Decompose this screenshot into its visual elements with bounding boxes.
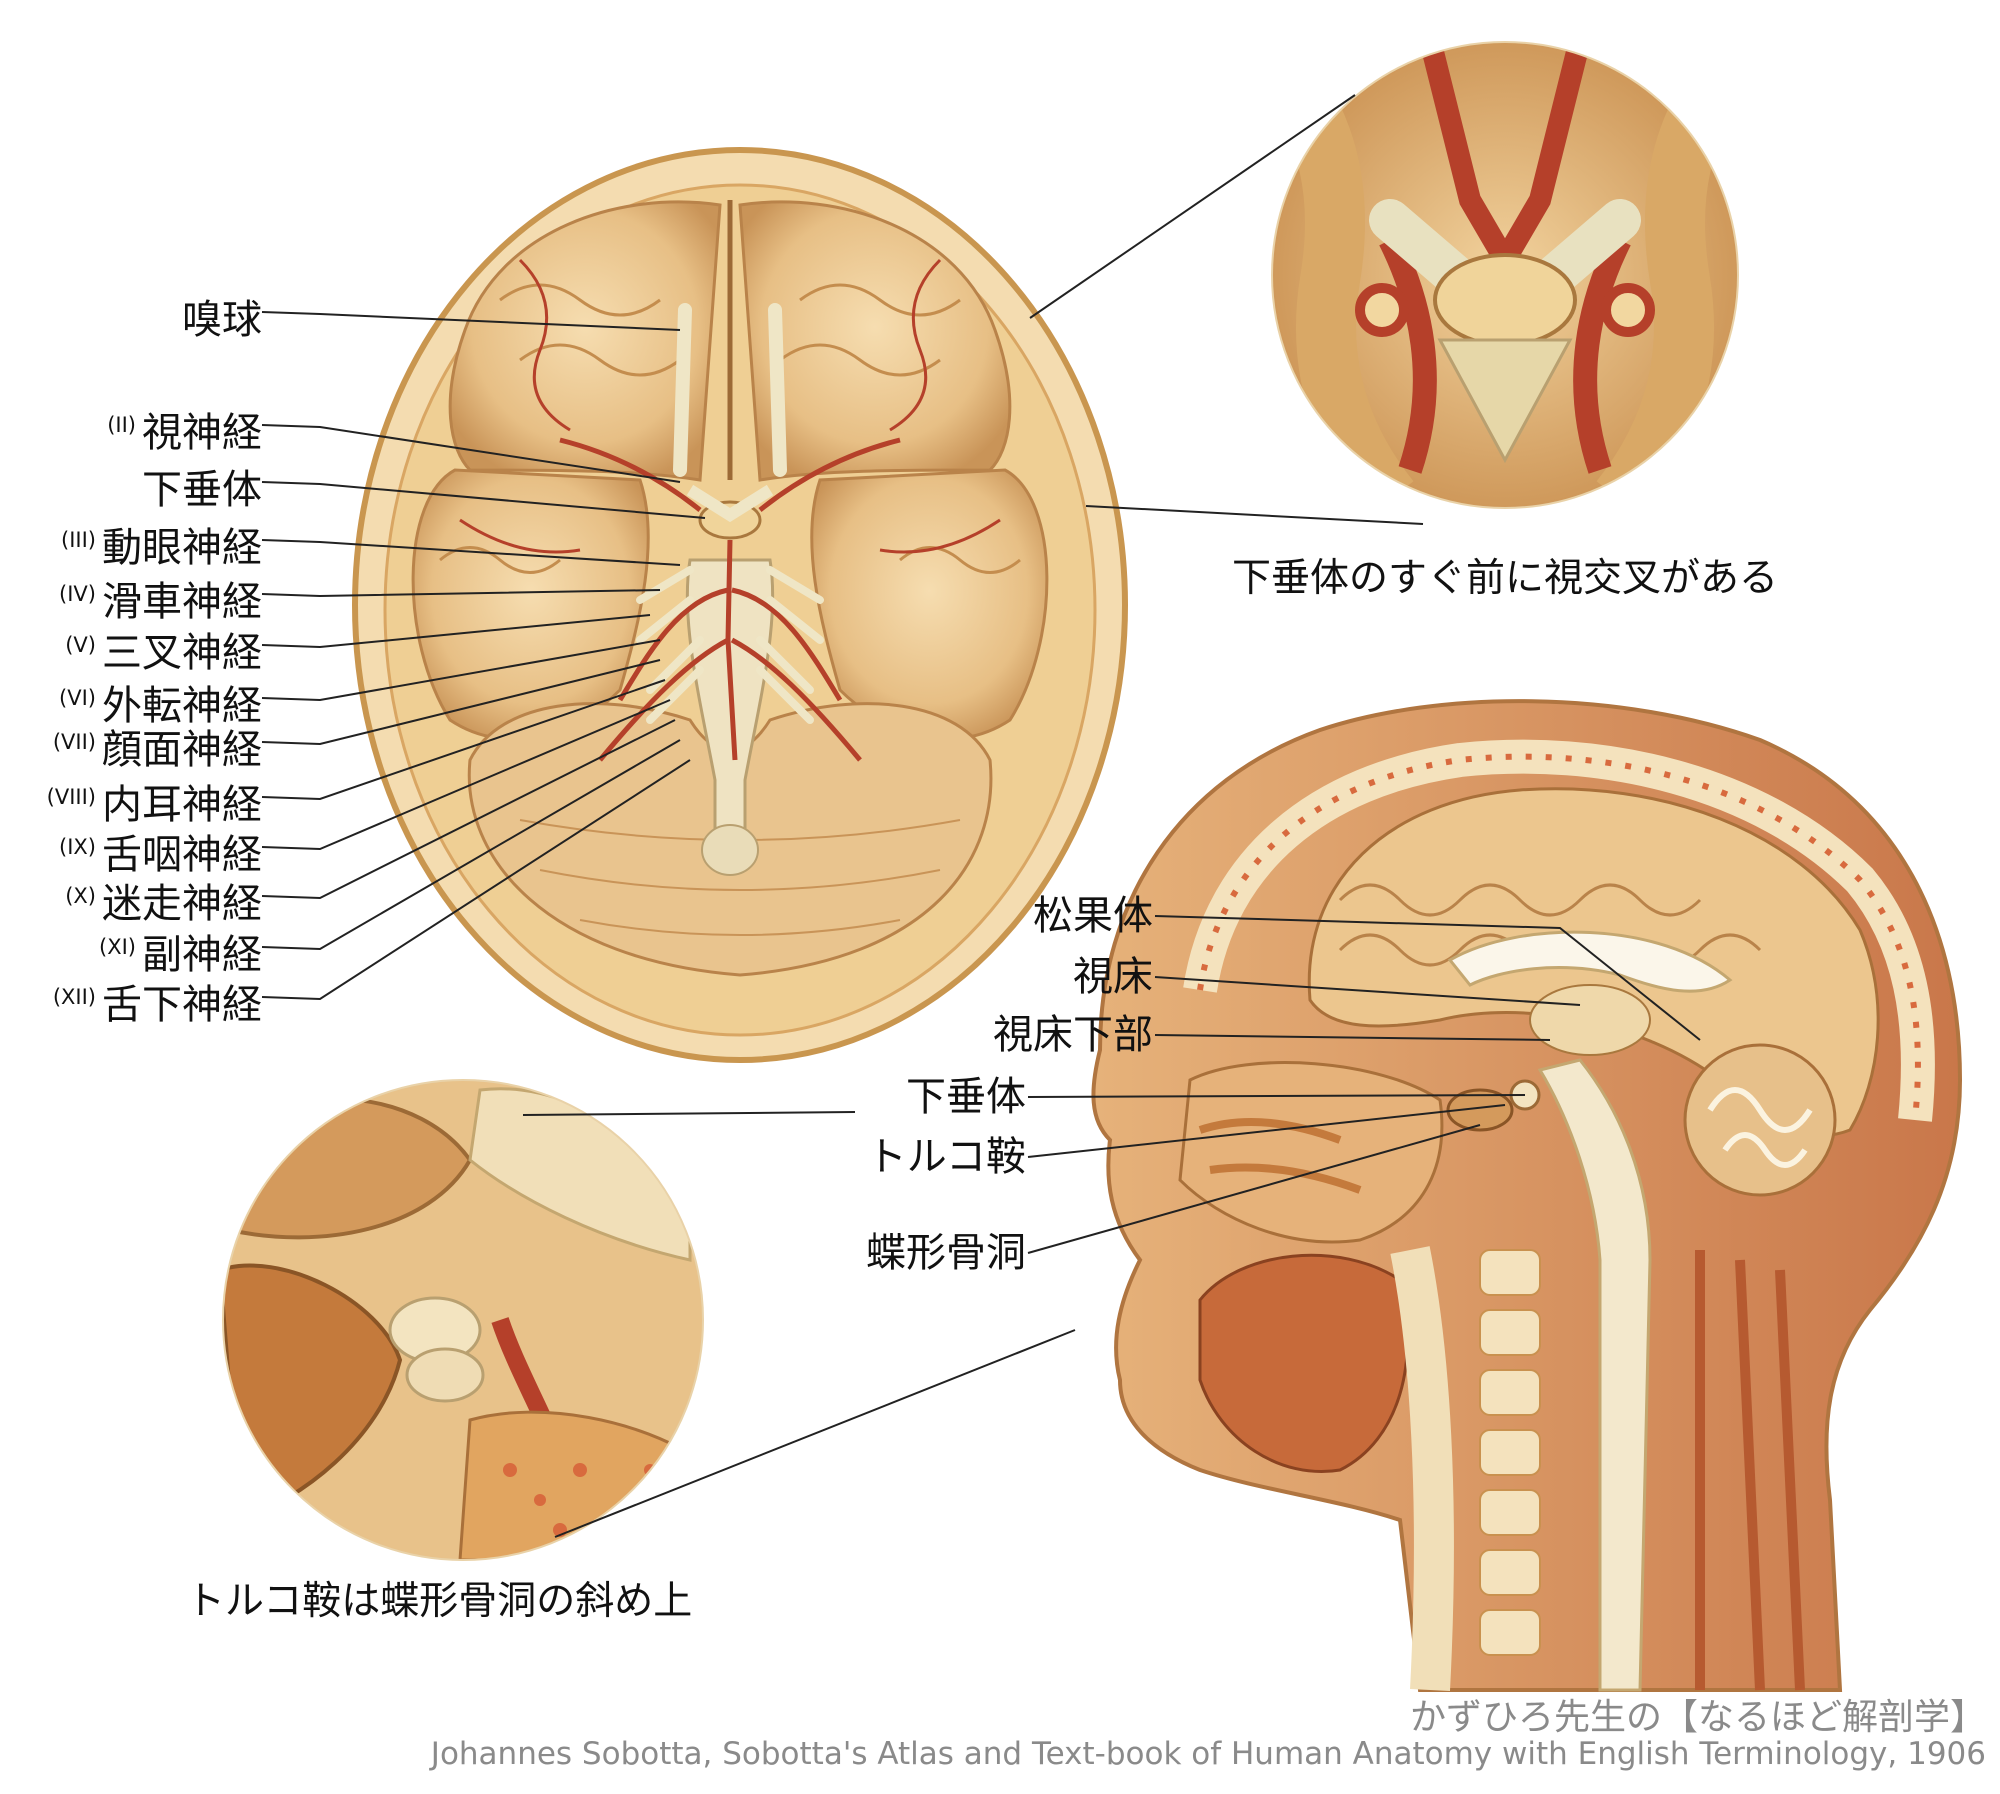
sagittal-head-illustration xyxy=(1091,699,1963,1692)
bottom-zoom-illustration xyxy=(222,1079,704,1561)
leader-lines xyxy=(261,94,1701,1538)
label-optic-nerve: (II)視神経 xyxy=(107,410,262,456)
label-facial-nerve: (VII)顔面神経 xyxy=(52,727,262,773)
label-hypothalamus: 視床下部 xyxy=(993,1012,1153,1058)
basilar-artery xyxy=(559,437,901,762)
cerebellum-sagittal xyxy=(1683,1043,1837,1197)
label-glossopharyngeal-nerve: (IX)舌咽神経 xyxy=(59,832,262,878)
label-pituitary-sagittal: 下垂体 xyxy=(906,1074,1026,1120)
right-frontal-lobe xyxy=(738,200,1012,482)
credit-source: Johannes Sobotta, Sobotta's Atlas and Te… xyxy=(430,1736,1986,1772)
label-vagus-nerve: (X)迷走神経 xyxy=(65,881,262,927)
label-abducens-nerve: (VI)外転神経 xyxy=(59,683,262,729)
label-sphenoid-sinus: 蝶形骨洞 xyxy=(866,1230,1026,1276)
label-vestibulocochlear-nerve: (VIII)内耳神経 xyxy=(46,782,262,828)
caption-top-zoom: 下垂体のすぐ前に視交叉がある xyxy=(1232,556,1779,601)
right-temporal-lobe xyxy=(810,468,1049,741)
caption-bottom-zoom: トルコ鞍は蝶形骨洞の斜め上 xyxy=(186,1579,693,1624)
label-olfactory-bulb: 嗅球 xyxy=(182,297,262,343)
label-hypoglossal-nerve: (XII)舌下神経 xyxy=(52,982,262,1028)
optic-nerve-zoom xyxy=(1369,199,1641,301)
label-accessory-nerve: (XI)副神経 xyxy=(99,932,262,978)
label-pituitary-ventral: 下垂体 xyxy=(142,467,262,513)
label-trigeminal-nerve: (V)三叉神経 xyxy=(65,630,262,676)
label-pineal-body: 松果体 xyxy=(1033,893,1153,939)
tongue xyxy=(1198,1253,1409,1473)
olfactory-tract-shape xyxy=(673,303,787,477)
top-zoom-illustration xyxy=(1271,41,1739,509)
ventral-brain-illustration xyxy=(352,147,1128,1063)
credit-author: かずひろ先生の【なるほど解剖学】 xyxy=(1409,1697,1986,1738)
label-trochlear-nerve: (IV)滑車神経 xyxy=(59,579,262,625)
label-sella-turcica: トルコ鞍 xyxy=(866,1134,1026,1180)
label-oculomotor-nerve: (III)動眼神経 xyxy=(61,525,262,571)
label-thalamus: 視床 xyxy=(1073,954,1153,1000)
pituitary-zoom xyxy=(1433,253,1577,347)
